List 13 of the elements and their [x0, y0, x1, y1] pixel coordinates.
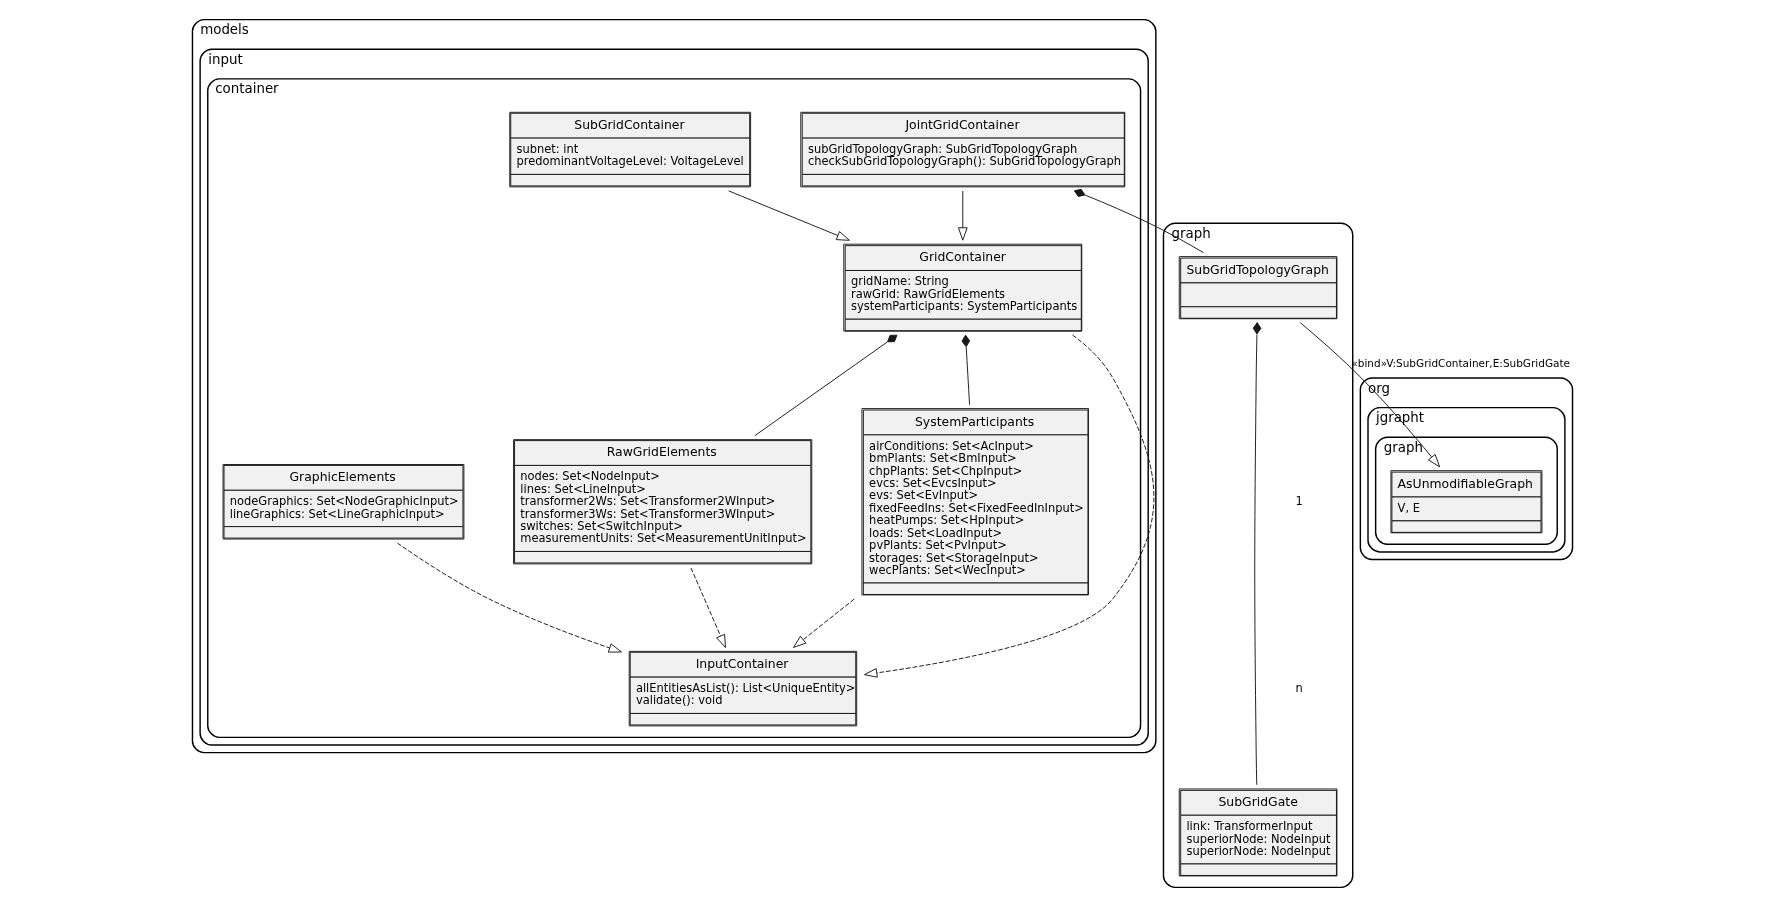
arrow [396, 542, 622, 653]
arrow [957, 190, 968, 241]
label: 1 [1295, 493, 1303, 508]
arrow [690, 567, 726, 648]
connector [1252, 322, 1262, 786]
edge-label: «bind»V:SubGridContainer,E:SubGridGate [1351, 357, 1571, 370]
connector [961, 334, 971, 406]
label: n [1295, 680, 1303, 695]
connector [754, 334, 898, 437]
arrow [1299, 322, 1441, 468]
connector [1073, 188, 1205, 254]
arrow [728, 190, 850, 241]
arrow [793, 598, 855, 648]
